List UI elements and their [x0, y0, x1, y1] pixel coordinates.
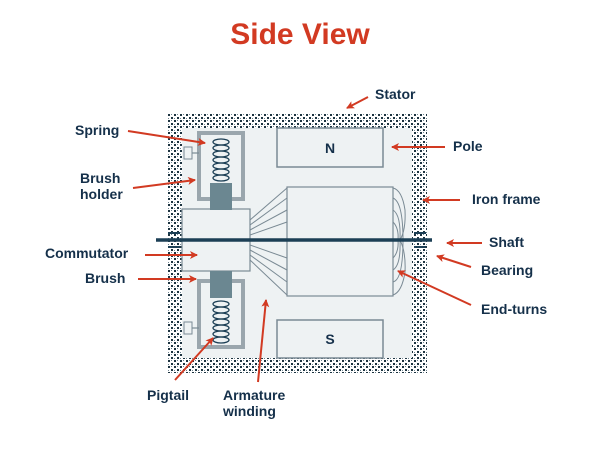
- upper-spring: [212, 138, 230, 182]
- armature-winding-lines: [249, 187, 288, 296]
- arrow-pigtail: [174, 337, 214, 381]
- arrow-stator: [346, 96, 369, 109]
- label-brush-holder-line2: holder: [80, 186, 123, 202]
- diagram-title: Side View: [230, 18, 370, 51]
- label-commutator: Commutator: [45, 245, 129, 261]
- label-stator: Stator: [375, 86, 416, 102]
- label-armature-line2: winding: [223, 403, 276, 419]
- label-pigtail: Pigtail: [147, 387, 190, 403]
- label-brush: Brush: [85, 270, 126, 286]
- label-brush-holder-line1: Brush: [80, 170, 121, 186]
- label-pole: Pole: [453, 138, 483, 154]
- arrow-brush-holder: [132, 176, 196, 189]
- label-end-turns: End-turns: [481, 301, 548, 317]
- pole-south-label: S: [325, 331, 334, 347]
- label-iron-frame: Iron frame: [472, 191, 541, 207]
- arrow-end-turns: [397, 270, 472, 306]
- bearings: [168, 232, 426, 248]
- upper-brush-holder: [183, 131, 245, 210]
- label-armature-line1: Armature: [223, 387, 286, 403]
- label-spring: Spring: [75, 122, 120, 138]
- pole-north: [276, 127, 384, 168]
- arrow-spring: [127, 130, 206, 146]
- arrow-bearing: [436, 254, 472, 268]
- pole-north-label: N: [325, 140, 335, 156]
- label-bearing: Bearing: [481, 262, 534, 278]
- label-shaft: Shaft: [489, 234, 524, 250]
- arrow-armature: [257, 299, 270, 383]
- pole-south: [276, 319, 384, 359]
